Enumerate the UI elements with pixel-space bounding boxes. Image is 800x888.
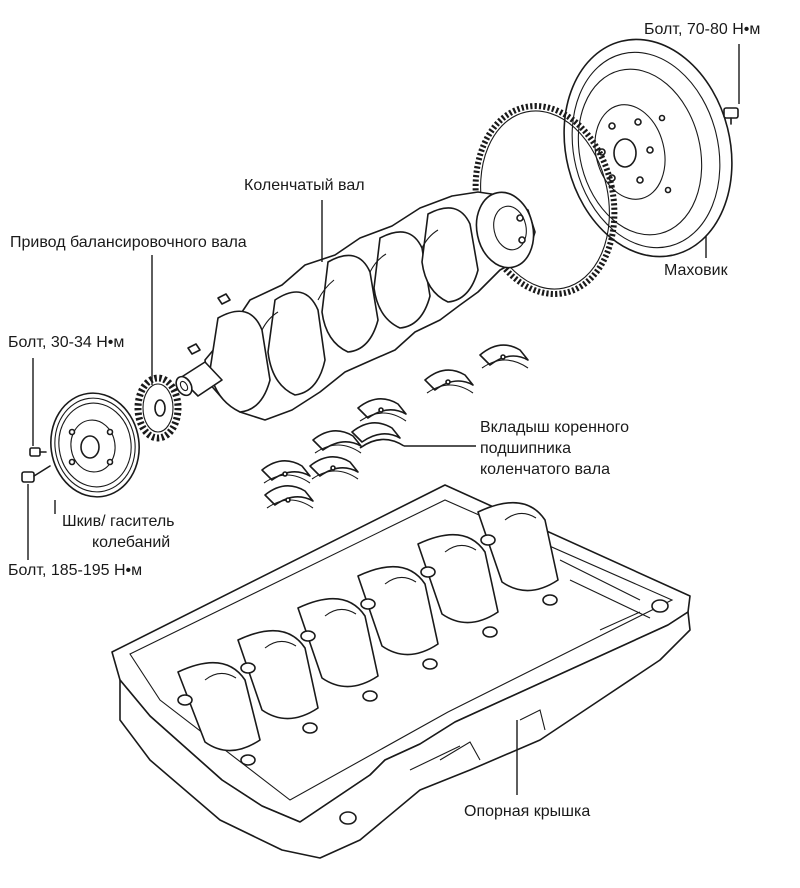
support-cover [111,484,691,859]
pulley-damper [50,392,140,498]
leader-lines [54,200,707,514]
label-flywheel: Маховик [664,262,728,279]
main-bearing-shells [261,344,529,509]
small-bolt [29,358,47,457]
pulley-bolt [21,465,51,560]
label-balance-shaft-drive: Привод балансировочного вала [10,234,247,251]
crankshaft [175,191,536,421]
flywheel-bolt [723,44,740,125]
label-bolt-pulley: Болт, 185-195 Н•м [8,562,143,579]
label-support-cover: Опорная крышка [464,803,591,820]
label-bolt-flywheel: Болт, 70-80 Н•м [644,21,761,38]
label-pulley-line2: колебаний [92,534,171,551]
label-main-bearing-line3: коленчатого вала [480,461,611,478]
balance-shaft-drive-gear [134,374,182,442]
flywheel [563,38,733,258]
label-bolt-small: Болт, 30-34 Н•м [8,334,125,351]
label-crankshaft: Коленчатый вал [244,177,365,194]
label-pulley-line1: Шкив/ гаситель [62,513,175,530]
label-main-bearing-line2: подшипника [480,440,572,457]
label-main-bearing-line1: Вкладыш коренного [480,419,630,436]
